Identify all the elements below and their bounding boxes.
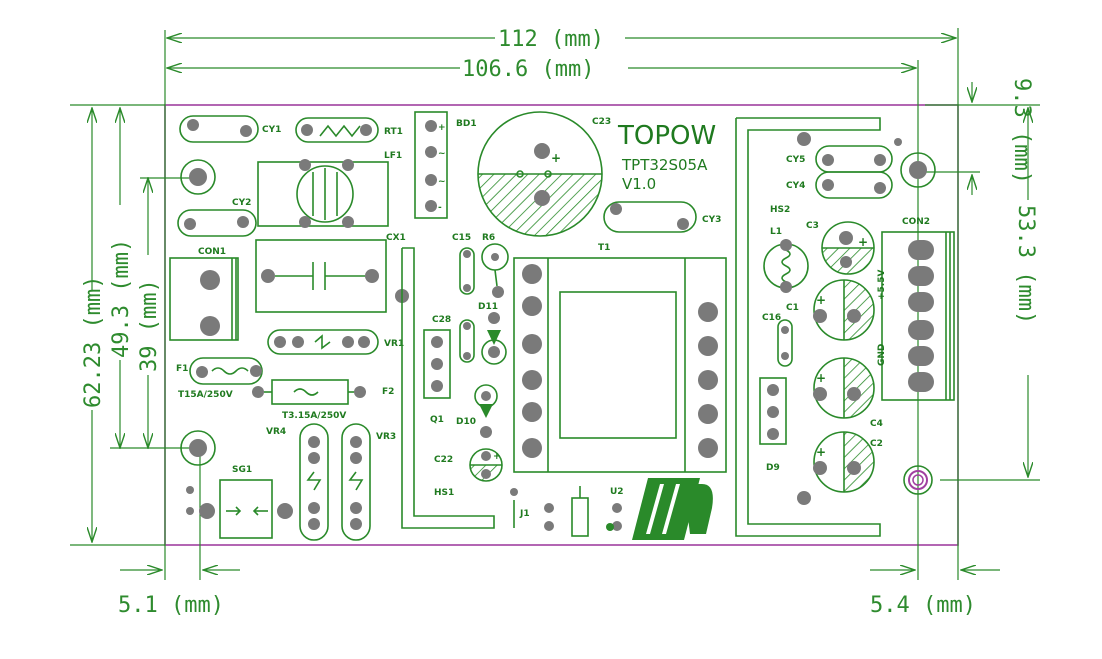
bd1-ac2: ~ xyxy=(438,177,446,187)
label-out-voltage: +5.5V xyxy=(877,270,887,300)
mounting-holes xyxy=(180,152,936,495)
bd1-minus: - xyxy=(438,203,442,213)
dim-62-23: 62.23 (mm) xyxy=(81,276,106,408)
label-sg1: SG1 xyxy=(232,465,252,475)
t1-pads-left xyxy=(522,264,542,458)
label-c3: C3 xyxy=(806,221,819,231)
c3-plus: + xyxy=(858,235,868,249)
label-d11: D11 xyxy=(478,302,498,312)
c22-plus: + xyxy=(493,452,501,462)
label-q1: Q1 xyxy=(430,415,444,425)
label-cy2: CY2 xyxy=(232,198,251,208)
label-t1: T1 xyxy=(598,243,610,253)
bd1-plus: + xyxy=(438,123,446,133)
c2-plus: + xyxy=(816,445,826,459)
t1-pads-right xyxy=(698,302,718,458)
dim-106-6: 106.6 (mm) xyxy=(462,57,594,82)
label-gnd: GND xyxy=(877,344,887,366)
label-u2: U2 xyxy=(610,487,624,497)
bd1-ac1: ~ xyxy=(438,149,446,159)
company-logo xyxy=(632,478,713,540)
label-d10: D10 xyxy=(456,417,476,427)
dimension-lines xyxy=(70,28,1040,580)
label-c28: C28 xyxy=(432,315,451,325)
label-c16: C16 xyxy=(762,313,781,323)
dim-53-3: 53.3 (mm) xyxy=(1013,205,1038,324)
label-c22: C22 xyxy=(434,455,453,465)
label-l1: L1 xyxy=(770,227,782,237)
label-t315: T3.15A/250V xyxy=(282,411,346,421)
dim-112: 112 (mm) xyxy=(498,27,604,52)
c23-plus: + xyxy=(551,151,561,165)
board-outline xyxy=(164,104,959,546)
label-f2: F2 xyxy=(382,387,394,397)
label-vr3: VR3 xyxy=(376,432,396,442)
label-t15: T15A/250V xyxy=(178,390,233,400)
dim-49-3: 49.3 (mm) xyxy=(109,239,134,358)
label-c4: C4 xyxy=(870,419,883,429)
con2-pads xyxy=(908,240,934,392)
label-f1: F1 xyxy=(176,364,188,374)
label-con2: CON2 xyxy=(902,217,930,227)
label-cy3: CY3 xyxy=(702,215,721,225)
label-lf1: LF1 xyxy=(384,151,402,161)
c1-plus: + xyxy=(816,293,826,307)
label-hs2: HS2 xyxy=(770,205,790,215)
label-cy1: CY1 xyxy=(262,125,281,135)
label-vr4: VR4 xyxy=(266,427,286,437)
brand-model: TPT32S05A xyxy=(621,156,708,174)
label-vr1: VR1 xyxy=(384,339,404,349)
label-con1: CON1 xyxy=(198,247,226,257)
label-bd1: BD1 xyxy=(456,119,477,129)
label-c23: C23 xyxy=(592,117,611,127)
dim-5-1: 5.1 (mm) xyxy=(118,593,224,618)
brand-version: V1.0 xyxy=(622,175,656,193)
label-cx1: CX1 xyxy=(386,233,406,243)
label-rt1: RT1 xyxy=(384,127,403,137)
label-r6: R6 xyxy=(482,233,495,243)
label-j1: J1 xyxy=(519,509,530,519)
label-c15: C15 xyxy=(452,233,471,243)
label-c1: C1 xyxy=(786,303,799,313)
label-cy4: CY4 xyxy=(786,181,805,191)
dim-9-3: 9.3 (mm) xyxy=(1009,78,1034,184)
dim-5-4: 5.4 (mm) xyxy=(870,593,976,618)
brand-company: TOPOW xyxy=(617,121,716,151)
label-d9: D9 xyxy=(766,463,780,473)
dim-39: 39 (mm) xyxy=(137,279,162,372)
label-cy5: CY5 xyxy=(786,155,805,165)
label-hs1: HS1 xyxy=(434,488,454,498)
c4-plus: + xyxy=(816,371,826,385)
label-c2: C2 xyxy=(870,439,883,449)
